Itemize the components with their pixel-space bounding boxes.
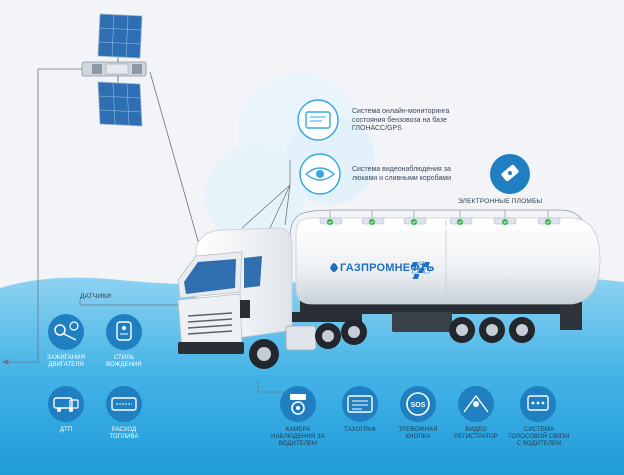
svg-text:SOS: SOS	[411, 402, 426, 409]
monitoring-caption: Система онлайн-мониторинга состояния бен…	[352, 108, 450, 132]
fuel-consumption-icon	[106, 386, 142, 422]
left-label-driving-style: СТИЛЬ ВОЖДЕНИЯ	[106, 355, 142, 368]
left-label-fuel: РАСХОД ТОПЛИВА	[109, 427, 139, 440]
ignition-key-icon	[48, 314, 84, 350]
electronic-seals-label: ЭЛЕКТРОННЫЕ ПЛОМБЫ	[458, 198, 543, 205]
connection-lines	[2, 68, 291, 393]
driver-camera-icon	[280, 386, 316, 422]
electronic-seals	[327, 219, 551, 225]
left-label-ignition: ЗАЖИГАНИЯ ДВИГАТЕЛЯ	[46, 355, 86, 368]
driving-style-icon	[106, 314, 142, 350]
left-label-accident: ДТП	[59, 427, 73, 433]
seal-icon	[490, 154, 530, 194]
voice-communication-icon	[520, 386, 556, 422]
sensors-label: ДАТЧИКИ	[80, 293, 112, 300]
trailer	[295, 217, 601, 343]
seal-check-icon	[369, 219, 375, 225]
bottom-label-video-recorder: ВИДЕО РЕГИСТРАТОР	[454, 427, 498, 440]
seal-check-icon	[502, 219, 508, 225]
bottom-label-sos: ТРЕВОЖНАЯ КНОПКА	[398, 427, 438, 440]
bottom-label-driver-camera: КАМЕРА НАБЛЮДЕНИЯ ЗА ВОДИТЕЛЕМ	[271, 427, 325, 447]
truck-cab	[177, 227, 367, 369]
sos-button-icon: SOS	[400, 386, 436, 422]
bottom-label-voice: СИСТЕМА ГОЛОСОВОЙ СВЯЗИ С ВОДИТЕЛЕМ	[508, 427, 570, 447]
seal-check-icon	[411, 219, 417, 225]
accident-icon	[48, 386, 84, 422]
video-caption: Система видеонаблюдения за люками и слив…	[352, 166, 452, 182]
bottom-icons: SOS	[280, 386, 556, 422]
monitoring-icon	[297, 99, 339, 141]
bottom-label-tachograph: ТАХОГРАФ	[344, 427, 376, 433]
tachograph-icon	[342, 386, 378, 422]
brand-name: ГАЗПРОМНЕФТЬ	[340, 262, 435, 274]
eye-icon	[299, 153, 341, 195]
satellite-icon	[81, 13, 147, 127]
seal-check-icon	[327, 219, 333, 225]
brand-logo-icon	[330, 261, 432, 279]
video-recorder-icon	[458, 386, 494, 422]
left-icons	[48, 314, 142, 422]
seal-check-icon	[457, 219, 463, 225]
seal-check-icon	[545, 219, 551, 225]
